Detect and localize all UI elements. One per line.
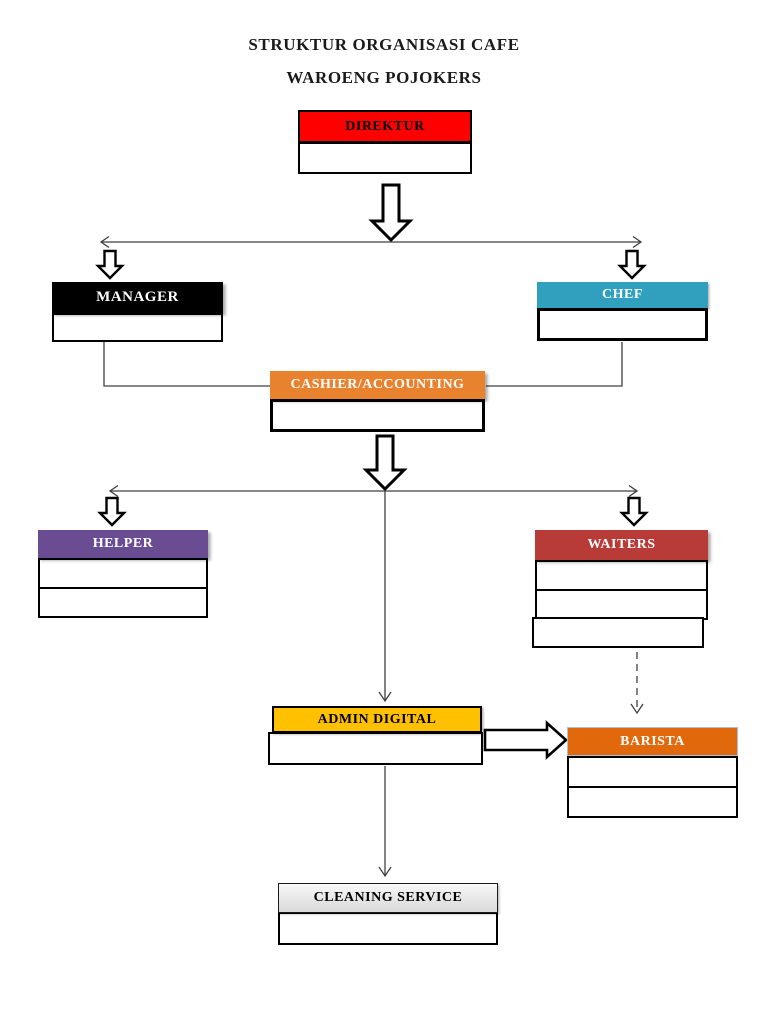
page-title-line1: STRUKTUR ORGANISASI CAFE xyxy=(248,35,520,54)
split-line-direktur xyxy=(99,235,643,249)
node-chef-body-row xyxy=(537,308,708,341)
node-cleaning-service: CLEANING SERVICE xyxy=(278,883,498,945)
node-helper-header: HELPER xyxy=(38,530,208,558)
node-helper-body-row xyxy=(38,586,208,618)
node-waiters-body-row xyxy=(535,588,708,620)
node-chef: CHEF xyxy=(537,282,708,341)
block-arrow-down-cashier xyxy=(362,434,408,492)
node-cleaning-service-header: CLEANING SERVICE xyxy=(278,883,498,913)
connector-manager-cashier xyxy=(103,342,270,387)
node-manager-header: MANAGER xyxy=(52,282,223,313)
node-manager-label: MANAGER xyxy=(96,289,179,305)
node-direktur-body-row xyxy=(298,142,472,174)
node-manager-body-row xyxy=(52,313,223,342)
node-direktur: DIREKTUR xyxy=(298,110,472,174)
node-waiters-body-row xyxy=(535,560,708,591)
split-line-cashier xyxy=(108,484,639,498)
node-cashier-accounting-body-row xyxy=(270,399,485,432)
block-arrow-down-manager xyxy=(95,249,125,280)
node-cashier-accounting-header: CASHIER/ACCOUNTING xyxy=(270,371,485,399)
connector-cashier-admin xyxy=(378,491,392,703)
node-barista-label: BARISTA xyxy=(620,733,685,749)
block-arrow-right-admin-barista xyxy=(483,720,568,760)
connector-chef-cashier xyxy=(486,342,623,387)
node-waiters-label: WAITERS xyxy=(587,537,656,552)
node-waiters-header: WAITERS xyxy=(535,530,708,560)
page-title-line2: WAROENG POJOKERS xyxy=(286,68,482,87)
node-cashier-accounting: CASHIER/ACCOUNTING xyxy=(270,371,485,432)
node-helper: HELPER xyxy=(38,530,208,618)
block-arrow-down-direktur xyxy=(368,183,414,243)
node-manager: MANAGER xyxy=(52,282,223,342)
node-direktur-header: DIREKTUR xyxy=(298,110,472,143)
node-chef-label: CHEF xyxy=(602,287,643,302)
block-arrow-down-helper xyxy=(97,496,127,527)
node-helper-body-row xyxy=(38,558,208,589)
node-cleaning-service-label: CLEANING SERVICE xyxy=(313,890,463,905)
node-admin-digital: ADMIN DIGITAL xyxy=(268,706,483,765)
node-admin-digital-body-row xyxy=(268,732,483,765)
block-arrow-down-waiters xyxy=(619,496,649,527)
node-cashier-accounting-label: CASHIER/ACCOUNTING xyxy=(290,377,465,392)
node-barista-body-row xyxy=(567,785,738,818)
node-waiters-body-row xyxy=(532,617,704,648)
connector-admin-cleaning xyxy=(378,766,392,878)
connector-waiters-barista xyxy=(630,652,644,715)
node-chef-header: CHEF xyxy=(537,282,708,308)
node-waiters: WAITERS xyxy=(532,530,708,648)
block-arrow-down-chef xyxy=(617,249,647,280)
node-barista-header: BARISTA xyxy=(567,727,738,756)
node-barista: BARISTA xyxy=(567,727,738,818)
node-cleaning-service-body-row xyxy=(278,912,498,945)
node-direktur-label: DIREKTUR xyxy=(345,118,425,134)
node-barista-body-row xyxy=(567,756,738,788)
node-admin-digital-header: ADMIN DIGITAL xyxy=(272,706,482,733)
node-helper-label: HELPER xyxy=(92,536,154,551)
node-admin-digital-label: ADMIN DIGITAL xyxy=(317,711,437,727)
